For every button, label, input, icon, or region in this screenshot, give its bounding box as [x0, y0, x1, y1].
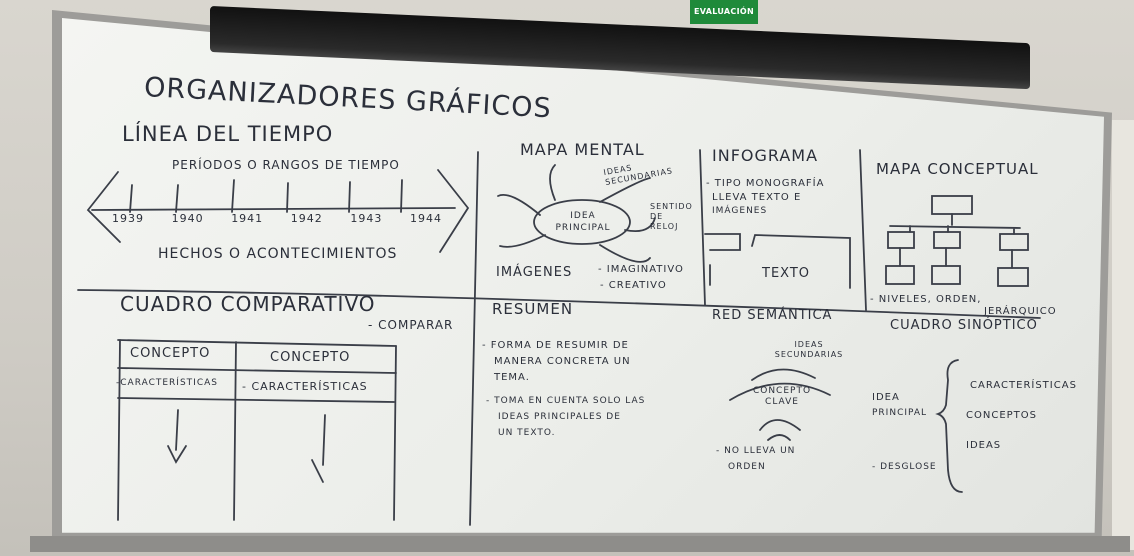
infographic-heading: INFOGRAMA: [712, 146, 819, 165]
concept-map-heading: MAPA CONCEPTUAL: [876, 160, 1039, 178]
timeline-heading: LÍNEA DEL TIEMPO: [122, 122, 334, 146]
semantic-net-note: - NO LLEVA UN: [716, 446, 796, 456]
summary-line: - FORMA DE RESUMIR DE: [482, 340, 629, 351]
comparison-col-header: CONCEPTO: [270, 350, 351, 365]
side-wall-notices: [1112, 120, 1134, 550]
mind-map-heading: MAPA MENTAL: [520, 140, 645, 159]
mind-map-center-label: IDEA PRINCIPAL: [555, 211, 611, 233]
mind-map-note-imaginative: - IMAGINATIVO: [598, 264, 684, 275]
semantic-net-center: CONCEPTO CLAVE: [752, 386, 812, 407]
timeline-bottom-label: HECHOS O ACONTECIMIENTOS: [158, 246, 398, 262]
infographic-line: LLEVA TEXTO E: [712, 192, 802, 203]
mind-map-note-images: IMÁGENES: [496, 265, 573, 280]
infographic-line: - TIPO MONOGRAFÍA: [706, 178, 825, 189]
summary-line: UN TEXTO.: [498, 428, 556, 438]
synoptic-left: IDEA: [872, 392, 900, 403]
summary-line: IDEAS PRINCIPALES DE: [498, 412, 621, 422]
summary-line: TEMA.: [494, 372, 530, 383]
comparison-heading: CUADRO COMPARATIVO: [120, 292, 376, 316]
semantic-net-heading: RED SEMÁNTICA: [712, 308, 833, 323]
synoptic-heading: CUADRO SINÓPTICO: [890, 318, 1038, 333]
comparison-row-cell: - CARACTERÍSTICAS: [242, 380, 368, 393]
timeline-line: [91, 207, 456, 211]
synoptic-left: PRINCIPAL: [872, 408, 928, 418]
semantic-net-secondary: IDEAS SECUNDARIAS: [774, 340, 844, 359]
timeline-year: 1944: [409, 212, 442, 225]
divider-concept-map: [859, 149, 867, 311]
timeline-year: 1943: [350, 212, 383, 225]
comparison-col-header: CONCEPTO: [130, 346, 211, 361]
infographic-line: IMÁGENES: [712, 206, 768, 216]
summary-line: - TOMA EN CUENTA SOLO LAS: [486, 396, 646, 406]
divider-infographic: [699, 149, 706, 306]
summary-heading: RESUMEN: [492, 300, 574, 318]
concept-map-note: JERÁRQUICO: [984, 306, 1057, 317]
mind-map-branch-ideas: IDEAS SECUNDARIAS: [602, 163, 674, 187]
infographic-box-text: TEXTO: [762, 266, 811, 281]
timeline-top-label: PERÍODOS O RANGOS DE TIEMPO: [172, 158, 400, 172]
synoptic-note: - DESGLOSE: [872, 462, 937, 472]
timeline-years: 1939 1940 1941 1942 1943 1944: [112, 212, 442, 225]
marker-tray: [30, 536, 1130, 552]
synoptic-item: CARACTERÍSTICAS: [970, 380, 1077, 391]
mind-map-branch-clock: SENTIDO DE RELOJ: [650, 202, 693, 231]
synoptic-item: CONCEPTOS: [966, 410, 1037, 421]
synoptic-item: IDEAS: [966, 440, 1002, 451]
exit-sign: EVALUACIÓN: [690, 0, 758, 24]
concept-map-note: - NIVELES, ORDEN,: [870, 294, 982, 305]
comparison-note: - COMPARAR: [368, 318, 454, 332]
timeline-year: 1942: [290, 212, 323, 225]
timeline-year: 1939: [112, 212, 144, 225]
comparison-row-cell: -CARACTERÍSTICAS: [116, 378, 218, 388]
horizontal-divider: [77, 289, 1041, 319]
summary-line: MANERA CONCRETA UN: [494, 356, 631, 367]
timeline-year: 1940: [171, 212, 204, 225]
mind-map-center: [533, 199, 631, 245]
board-title: ORGANIZADORES GRÁFICOS: [143, 72, 553, 125]
mind-map-note-creative: - CREATIVO: [600, 280, 667, 291]
divider-mind-map: [469, 151, 479, 526]
semantic-net-note: ORDEN: [728, 462, 766, 472]
timeline-year: 1941: [231, 212, 264, 225]
